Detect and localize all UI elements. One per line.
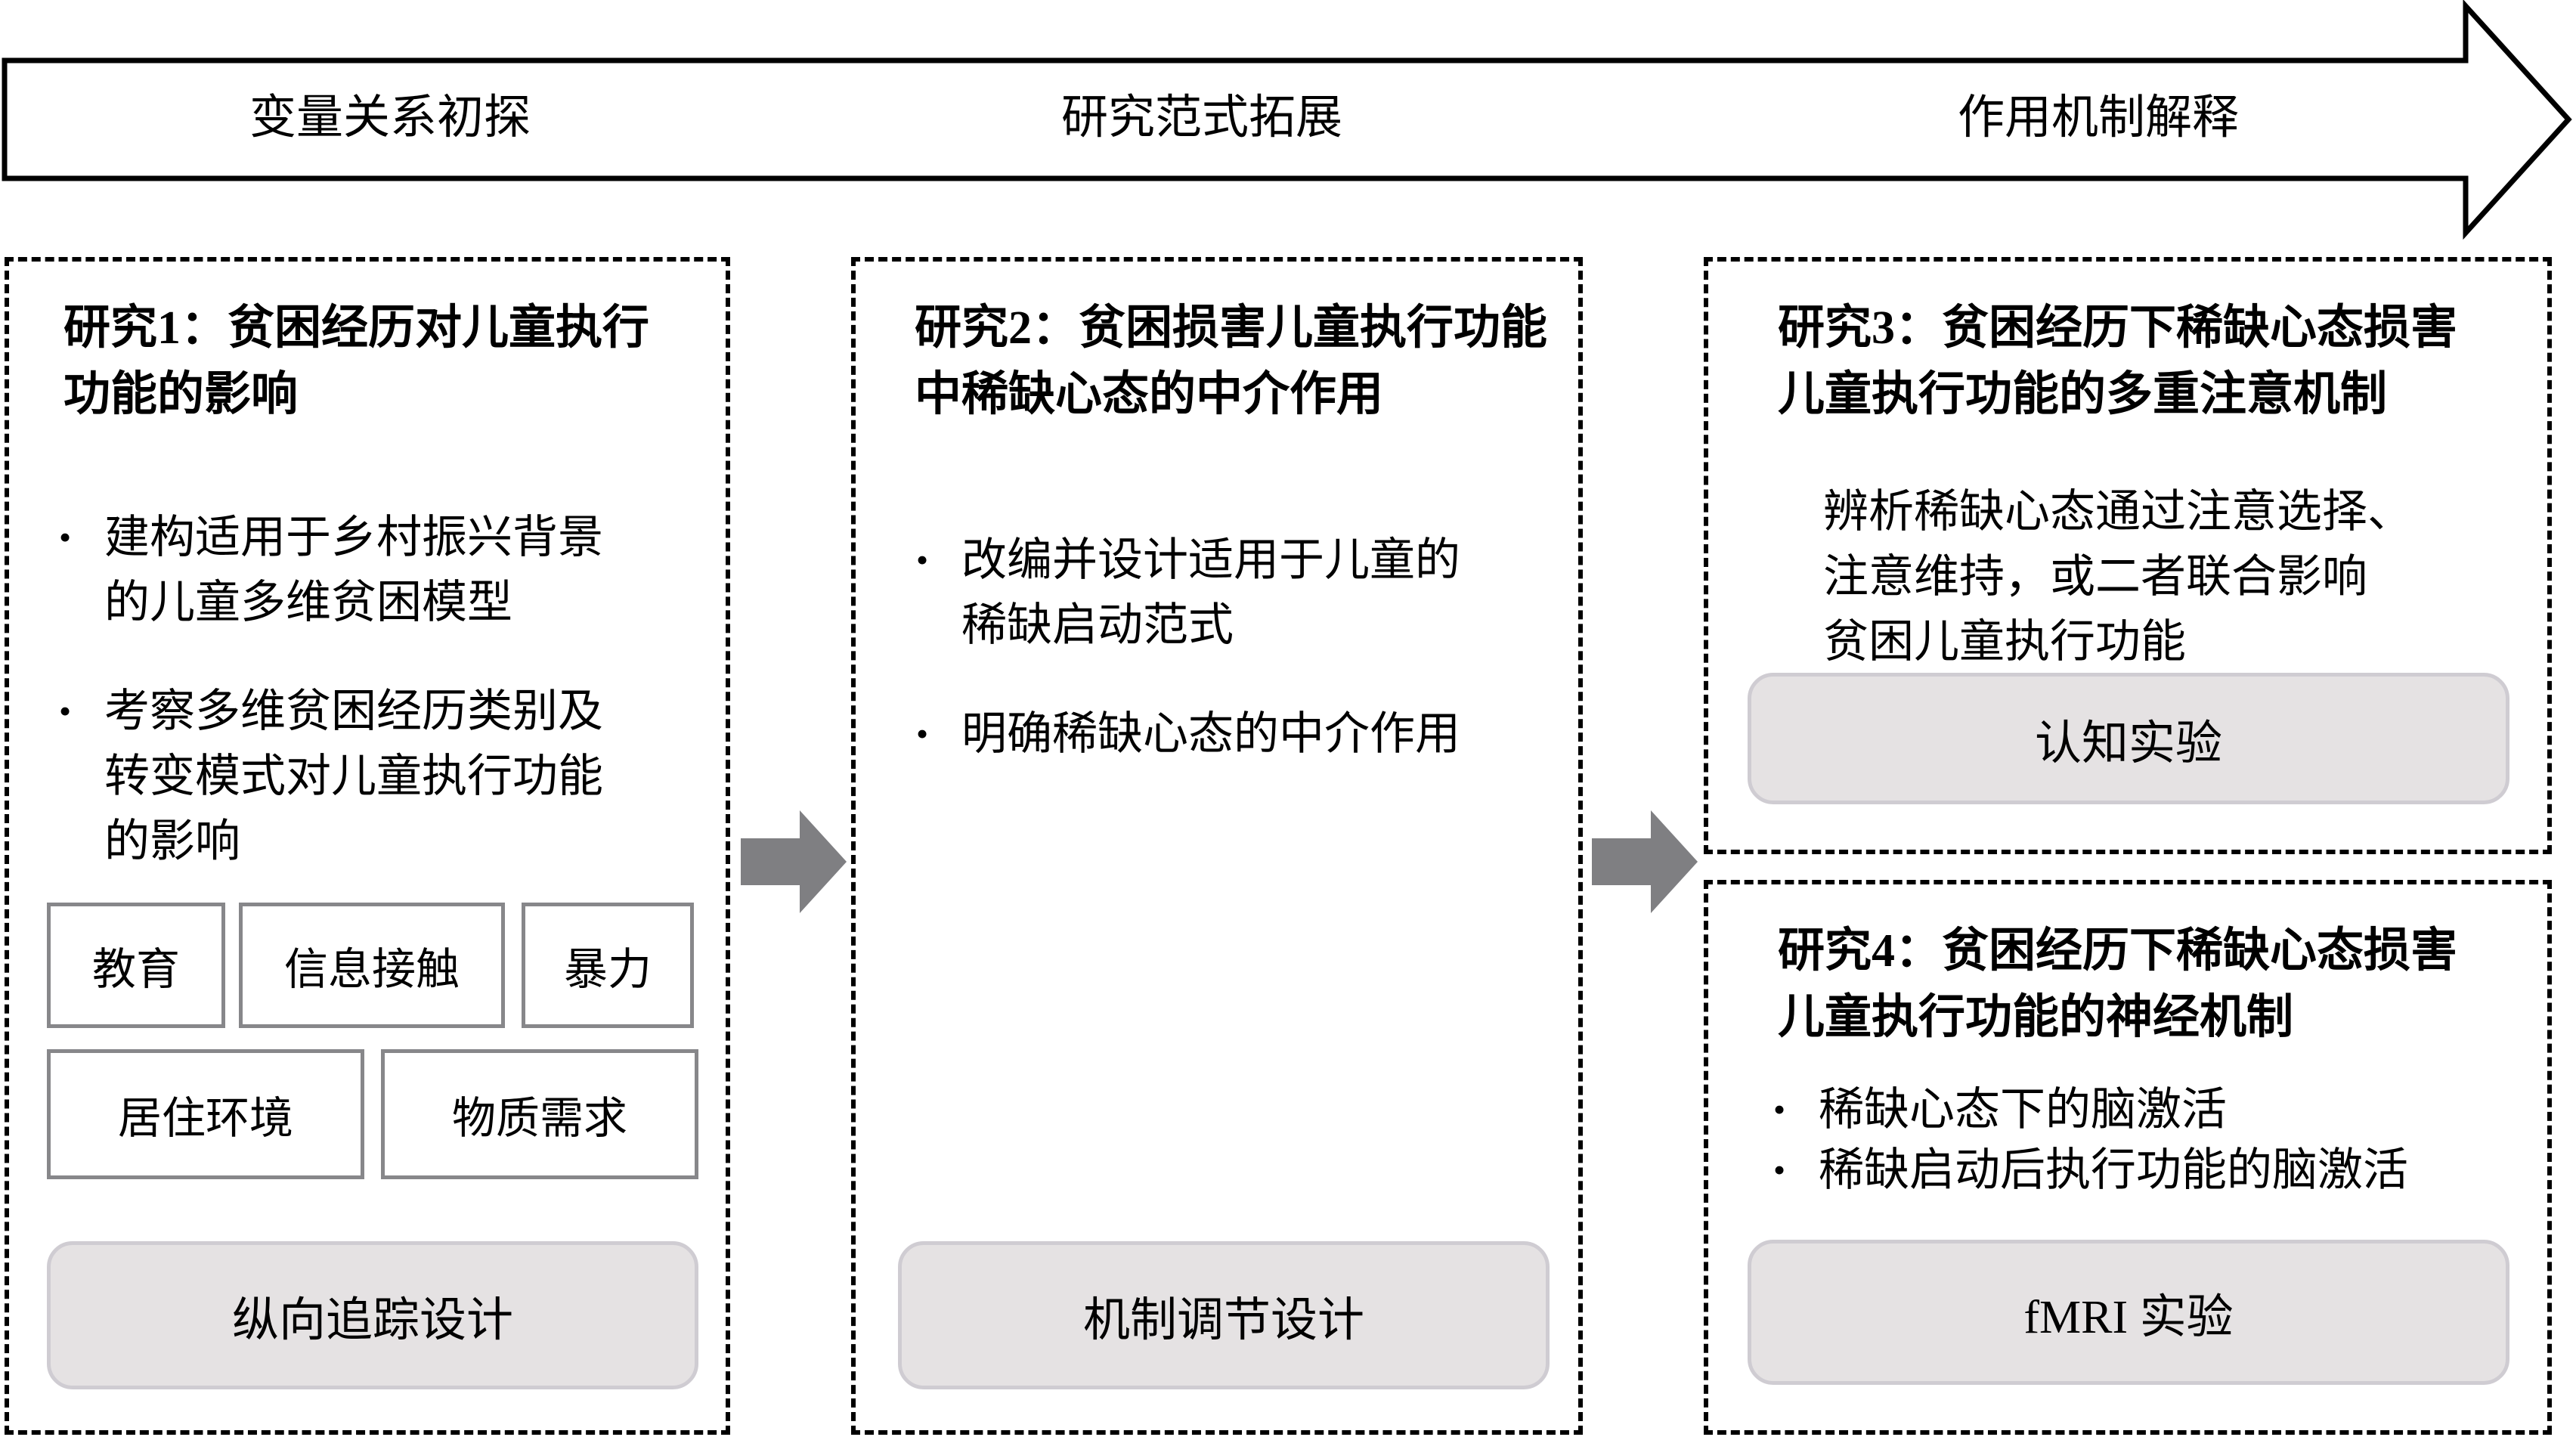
dimension-box-violence: 暴力 <box>522 903 694 1028</box>
bullet-item: 改编并设计适用于儿童的 稀缺启动范式 <box>916 528 1521 658</box>
dimension-box-education: 教育 <box>47 903 225 1028</box>
study4-bullet-list: 稀缺心态下的脑激活 稀缺启动后执行功能的脑激活 <box>1773 1079 2522 1200</box>
bullet-text: 稀缺心态下的脑激活 <box>1819 1079 2522 1140</box>
study3-description: 辨析稀缺心态通过注意选择、 注意维持，或二者联合影响 贫困儿童执行功能 <box>1823 479 2503 674</box>
bullet-dot <box>59 679 104 874</box>
note-line: 辨析稀缺心态通过注意选择、 <box>1823 487 2413 537</box>
right-arrow-icon <box>741 810 847 913</box>
study1-method-box: 纵向追踪设计 <box>47 1241 698 1389</box>
bullet-dot <box>916 701 961 767</box>
bullet-item: 明确稀缺心态的中介作用 <box>916 701 1521 767</box>
study3-title-line: 研究3：贫困经历下稀缺心态损害 <box>1778 302 2458 354</box>
bullet-line: 转变模式对儿童执行功能 <box>104 751 603 801</box>
note-line: 贫困儿童执行功能 <box>1823 617 2186 667</box>
dimension-box-information: 信息接触 <box>239 903 505 1028</box>
bullet-line: 建构适用于乡村振兴背景 <box>104 513 603 562</box>
phase-banner-arrow <box>2 0 2572 240</box>
bullet-item: 考察多维贫困经历类别及 转变模式对儿童执行功能 的影响 <box>59 679 664 874</box>
bullet-text: 改编并设计适用于儿童的 稀缺启动范式 <box>961 528 1521 658</box>
bullet-item: 稀缺启动后执行功能的脑激活 <box>1773 1140 2522 1200</box>
phase-label-2: 研究范式拓展 <box>1060 92 1343 144</box>
bullet-text: 建构适用于乡村振兴背景 的儿童多维贫困模型 <box>104 505 664 635</box>
bullet-line: 稀缺心态下的脑激活 <box>1819 1085 2227 1135</box>
study1-box: 研究1：贫困经历对儿童执行 功能的影响 建构适用于乡村振兴背景 的儿童多维贫困模… <box>5 257 730 1435</box>
phase-label-1: 变量关系初探 <box>249 92 531 144</box>
study2-method-box: 机制调节设计 <box>898 1241 1550 1389</box>
study3-box: 研究3：贫困经历下稀缺心态损害 儿童执行功能的多重注意机制 辨析稀缺心态通过注意… <box>1704 257 2552 854</box>
bullet-line: 的影响 <box>104 816 240 866</box>
study4-title: 研究4：贫困经历下稀缺心态损害 儿童执行功能的神经机制 <box>1778 918 2503 1051</box>
study2-title-line: 研究2：贫困损害儿童执行功能 <box>915 302 1548 354</box>
study1-title: 研究1：贫困经历对儿童执行 功能的影响 <box>63 295 698 428</box>
bullet-line: 考察多维贫困经历类别及 <box>104 686 603 736</box>
bullet-item: 稀缺心态下的脑激活 <box>1773 1079 2522 1140</box>
bullet-item: 建构适用于乡村振兴背景 的儿童多维贫困模型 <box>59 505 664 635</box>
bullet-dot <box>1773 1140 1819 1200</box>
bullet-dot <box>59 505 104 635</box>
study3-method-box: 认知实验 <box>1748 673 2509 804</box>
bullet-line: 明确稀缺心态的中介作用 <box>961 709 1460 759</box>
right-arrow-icon <box>1592 810 1698 913</box>
bullet-dot <box>916 528 961 658</box>
flow-arrow-study2-to-study3 <box>1592 810 1698 913</box>
bullet-text: 考察多维贫困经历类别及 转变模式对儿童执行功能 的影响 <box>104 679 664 874</box>
study2-bullet-list: 改编并设计适用于儿童的 稀缺启动范式 明确稀缺心态的中介作用 <box>916 528 1521 810</box>
study2-title: 研究2：贫困损害儿童执行功能 中稀缺心态的中介作用 <box>915 295 1595 428</box>
dimension-box-material-needs: 物质需求 <box>381 1049 698 1179</box>
flow-arrow-study1-to-study2 <box>741 810 847 913</box>
study4-title-line: 儿童执行功能的神经机制 <box>1778 992 2294 1043</box>
study2-box: 研究2：贫困损害儿童执行功能 中稀缺心态的中介作用 改编并设计适用于儿童的 稀缺… <box>851 257 1583 1435</box>
study4-title-line: 研究4：贫困经历下稀缺心态损害 <box>1778 925 2458 977</box>
bullet-text: 明确稀缺心态的中介作用 <box>961 701 1521 767</box>
dimension-box-living-environment: 居住环境 <box>47 1049 364 1179</box>
study4-method-box: fMRI 实验 <box>1748 1240 2509 1385</box>
study3-title: 研究3：贫困经历下稀缺心态损害 儿童执行功能的多重注意机制 <box>1778 295 2503 428</box>
banner-arrow-shape <box>2 0 2572 240</box>
study4-box: 研究4：贫困经历下稀缺心态损害 儿童执行功能的神经机制 稀缺心态下的脑激活 稀缺… <box>1704 880 2552 1435</box>
bullet-line: 稀缺启动后执行功能的脑激活 <box>1819 1145 2408 1195</box>
bullet-dot <box>1773 1079 1819 1140</box>
bullet-line: 的儿童多维贫困模型 <box>104 578 512 627</box>
phase-label-3: 作用机制解释 <box>1957 92 2240 144</box>
bullet-line: 改编并设计适用于儿童的 <box>961 535 1460 585</box>
bullet-line: 稀缺启动范式 <box>961 600 1234 650</box>
note-line: 注意维持，或二者联合影响 <box>1823 552 2367 602</box>
bullet-text: 稀缺启动后执行功能的脑激活 <box>1819 1140 2522 1200</box>
study1-bullet-list: 建构适用于乡村振兴背景 的儿童多维贫困模型 考察多维贫困经历类别及 转变模式对儿… <box>59 505 664 918</box>
study1-title-line: 功能的影响 <box>63 369 299 420</box>
study1-title-line: 研究1：贫困经历对儿童执行 <box>63 302 650 354</box>
study3-title-line: 儿童执行功能的多重注意机制 <box>1778 369 2388 420</box>
study2-title-line: 中稀缺心态的中介作用 <box>915 369 1384 420</box>
